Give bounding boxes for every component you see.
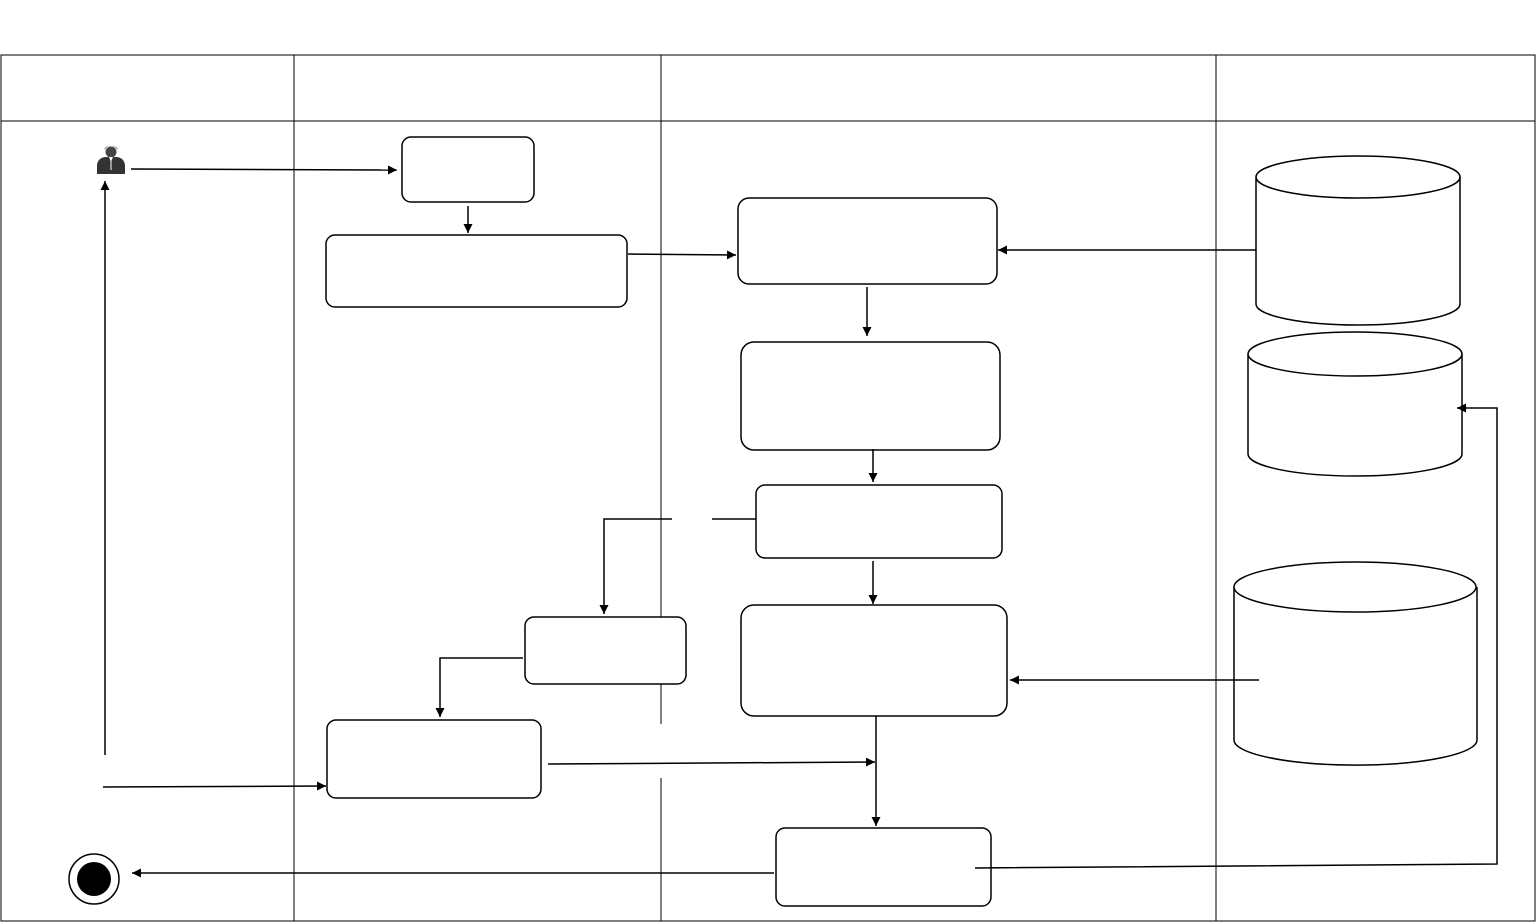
activity-8	[326, 719, 542, 799]
activity-3	[737, 197, 998, 285]
activity-4	[740, 341, 1001, 451]
activity-1	[401, 136, 535, 203]
flow-arrow	[627, 250, 737, 260]
activity-6	[524, 616, 687, 685]
flow-arrow	[599, 518, 672, 614]
flow-arrow	[102, 781, 327, 791]
activity-7	[740, 604, 1008, 717]
activity-2	[325, 234, 628, 308]
final-node-icon	[68, 853, 120, 905]
swimlane-frame	[0, 54, 1536, 922]
activity-5	[755, 484, 1003, 559]
lane-border	[0, 54, 1536, 922]
datastore-3	[1233, 561, 1478, 766]
datastore-1	[1255, 155, 1461, 326]
flow-arrow	[435, 657, 523, 717]
datastore-2	[1247, 331, 1463, 477]
flow-arrow	[974, 403, 1498, 869]
flow-arrow	[130, 165, 398, 175]
flow-arrow	[547, 757, 876, 767]
user-icon	[97, 145, 125, 174]
activity-9	[775, 827, 992, 907]
